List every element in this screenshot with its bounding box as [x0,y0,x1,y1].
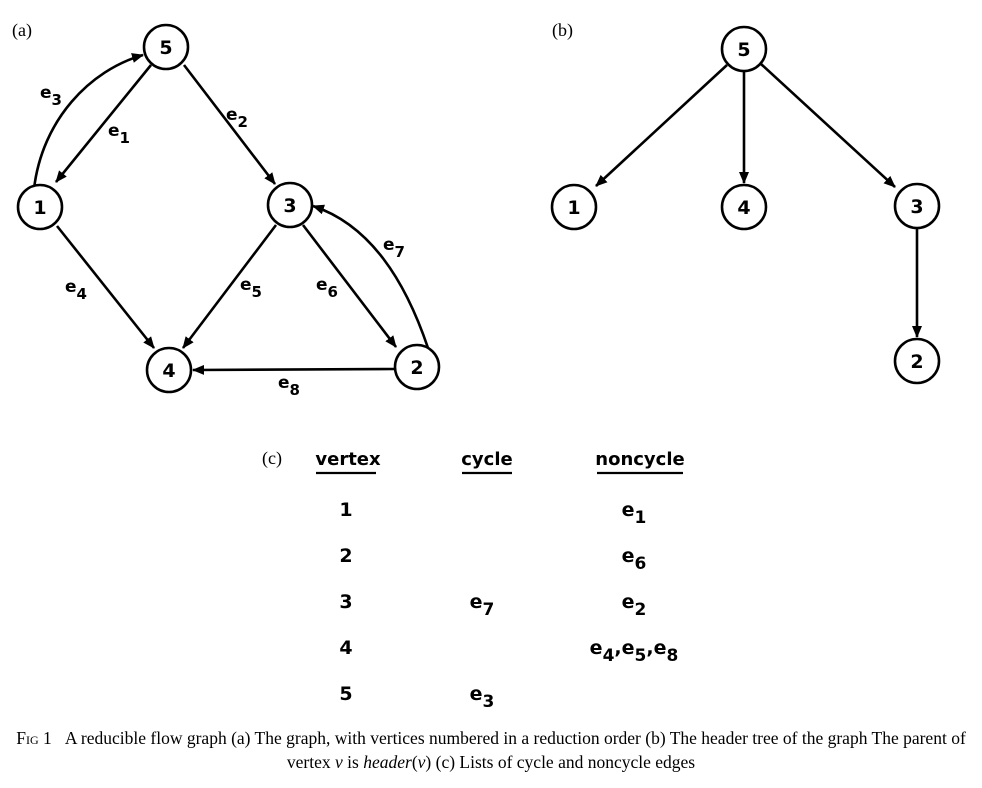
caption-text-2: is [342,752,364,772]
edge-label-e3: e3 [40,83,62,109]
table-header-vertex: vertex [315,449,381,470]
edge-label-e6: e6 [316,275,338,301]
edge-label-e8: e8 [278,373,300,399]
edge-e5 [181,224,278,349]
table-cell-vertex: 1 [339,499,352,521]
svg-text:4: 4 [162,360,175,382]
caption-text-3: ( [411,752,418,772]
caption-text-1: A reducible flow graph (a) The graph, wi… [64,728,966,772]
edge-e6 [301,224,398,348]
graph-a-edges [32,53,430,375]
svg-text:3: 3 [910,196,923,218]
tree-b-nodes: 5 1 4 3 2 [550,25,941,385]
svg-text:1: 1 [567,197,580,219]
edge-label-e4: e4 [65,277,87,303]
table-cell-cycle: e3 [470,683,495,712]
svg-text:5: 5 [737,39,750,61]
edge-label-e5: e5 [240,275,262,301]
table-c: vertex cycle noncycle 1 e1 2 e6 3 e7 e2 4 e4,e5,… [315,449,684,712]
table-cell-vertex: 4 [339,637,352,659]
edge-e4 [55,225,156,349]
table-cell-vertex: 3 [339,591,352,613]
graph-a-edge-labels: e3 e1 e2 e4 e5 e6 e7 e8 [40,83,405,399]
graph-a-node-3: 3 [266,181,314,229]
tree-edge-5-3 [760,63,896,188]
table-cell-cycle: e7 [470,591,495,620]
table-header-cycle: cycle [461,449,512,470]
figure-caption: Fig 1 A reducible flow graph (a) The gra… [0,726,982,774]
table-cell-noncycle: e2 [622,591,647,620]
caption-text-4: ) (c) Lists of cycle and noncycle edges [425,752,696,772]
svg-text:1: 1 [33,197,46,219]
figure-svg: (a) (b) (c) e3 e1 e2 e4 e5 e6 e7 e8 5 [12,20,941,712]
graph-a-nodes: 5 1 3 4 2 [16,23,441,394]
table-cell-noncycle: e1 [622,499,647,528]
tree-b-node-3: 3 [893,182,941,230]
tree-b-edges [595,63,922,338]
tree-b-node-5: 5 [720,25,768,73]
graph-a-node-5: 5 [142,23,190,71]
edge-e2 [182,64,277,185]
caption-header-word: header [363,752,412,772]
graph-a-node-2: 2 [393,343,441,391]
svg-text:2: 2 [910,351,923,373]
panel-label-b: (b) [552,20,573,41]
table-cell-noncycle: e4,e5,e8 [590,637,679,666]
table-cell-vertex: 5 [339,683,352,705]
edge-label-e1: e1 [108,121,130,147]
tree-edge-5-1 [595,64,728,187]
svg-text:2: 2 [410,357,423,379]
table-cell-noncycle: e6 [622,545,647,574]
panel-label-a: (a) [12,20,32,41]
edge-label-e7: e7 [383,235,405,261]
edge-e1 [54,64,153,183]
svg-text:4: 4 [737,197,750,219]
graph-a-node-4: 4 [145,346,193,394]
tree-b-node-4: 4 [720,183,768,231]
edge-e8 [192,364,396,375]
caption-var-v1: v [334,752,343,772]
tree-b-node-2: 2 [893,337,941,385]
svg-text:5: 5 [159,37,172,59]
caption-fig-label: Fig 1 [16,728,52,748]
edge-e7 [312,204,430,349]
tree-b-node-1: 1 [550,183,598,231]
edge-label-e2: e2 [226,105,248,131]
table-cell-vertex: 2 [339,545,352,567]
panel-label-c: (c) [262,448,282,469]
table-rows: 1 e1 2 e6 3 e7 e2 4 e4,e5,e8 5 e3 [339,499,678,712]
graph-a-node-1: 1 [16,183,64,231]
table-header-noncycle: noncycle [595,449,684,470]
caption-var-v2: v [417,752,426,772]
edge-e3 [32,53,144,190]
svg-text:3: 3 [283,195,296,217]
